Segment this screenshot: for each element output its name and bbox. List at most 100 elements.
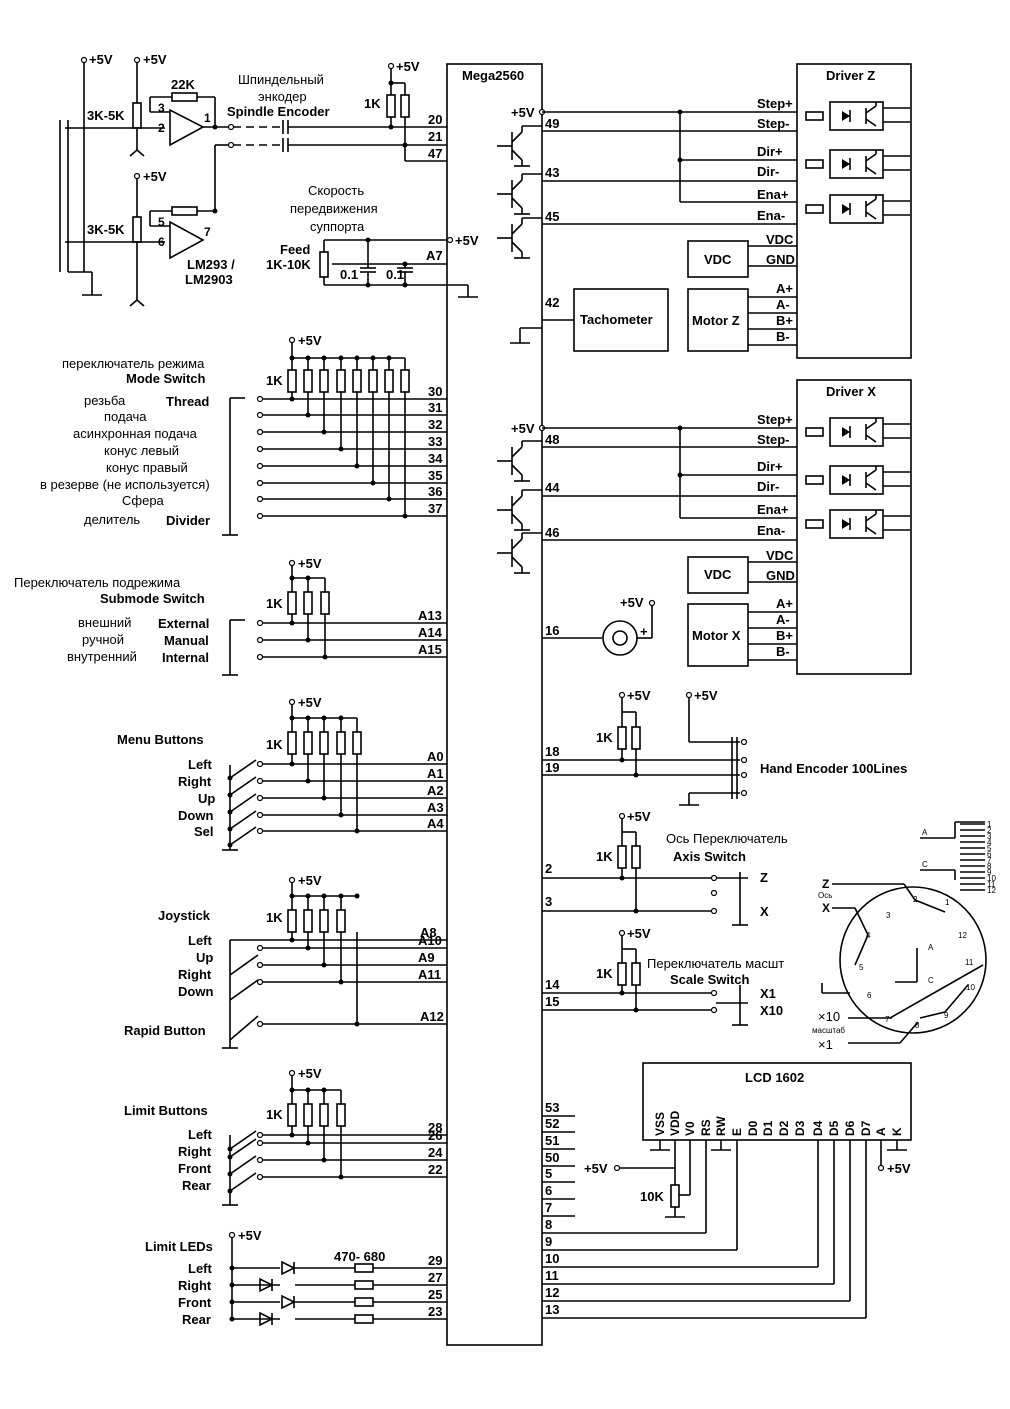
- mcu-pin: 18: [545, 744, 559, 759]
- terminal: [256, 944, 264, 952]
- led-symbol: [259, 1311, 274, 1327]
- submode-label-en: Submode Switch: [100, 591, 205, 606]
- driver-input-label: Step+: [757, 412, 793, 427]
- junction-dot: [354, 893, 360, 899]
- limits-title: Limit Buttons: [124, 1103, 208, 1118]
- rotary-position-number: 12: [958, 931, 967, 940]
- driver-input-label: Step-: [757, 432, 790, 447]
- mcu-pin: 5: [545, 1166, 552, 1181]
- rotary-position-number: 9: [944, 1011, 949, 1020]
- mcu-pin: A9: [418, 950, 435, 965]
- junction-dot: [289, 1087, 295, 1093]
- switch-lever: [229, 776, 257, 796]
- junction-dot: [305, 715, 311, 721]
- resistor: [354, 1314, 374, 1324]
- resistor: [805, 475, 824, 485]
- cap-label: 0.1: [340, 267, 358, 282]
- resistor: [384, 369, 394, 393]
- junction-dot: [227, 775, 233, 781]
- lcd-pot-label: 10K: [640, 1189, 664, 1204]
- junction-dot: [338, 355, 344, 361]
- mcu-pin: A14: [418, 625, 443, 640]
- wire: [865, 105, 877, 114]
- lcd-pin-label: D0: [746, 1120, 760, 1136]
- resistor: [336, 731, 346, 755]
- terminal: [256, 495, 264, 503]
- rotary-switch-diagram: Z Ось X 1 2 3 4 5 6 7 8 9 10 11 12 A C ×…: [812, 820, 996, 1052]
- resistor: [805, 519, 824, 529]
- limit-item-label: Left: [188, 1127, 213, 1142]
- switch-lever: [229, 1172, 257, 1192]
- pullup-label: 1K: [266, 737, 283, 752]
- vcc-label: +5V: [298, 873, 322, 888]
- vcc-label: +5V: [511, 421, 535, 436]
- junction-dot: [289, 715, 295, 721]
- connector-number: 8: [987, 862, 992, 871]
- resistor: [303, 731, 313, 755]
- motor-pin-label: A+: [776, 596, 793, 611]
- junction-dot: [227, 1188, 233, 1194]
- mode-label-en: Mode Switch: [126, 371, 206, 386]
- mcu-pin: 26: [428, 1128, 442, 1143]
- wire: [511, 464, 523, 476]
- feed-label-ru: Скорость: [308, 183, 364, 198]
- junction-dot: [354, 355, 360, 361]
- pullup-label: 1K: [596, 730, 613, 745]
- spindle-label-ru: энкодер: [258, 89, 307, 104]
- spindle-label-en: Spindle Encoder: [227, 104, 330, 119]
- mcu-pin: 10: [545, 1251, 559, 1266]
- vdc-pin-label: VDC: [766, 232, 794, 247]
- axis-switch-section: Ось Переключатель Axis Switch +5V 1K 2 3…: [542, 809, 788, 926]
- rotary-a-label: A: [928, 943, 934, 952]
- switch-lever: [229, 954, 259, 976]
- mcu-pin: 11: [545, 1268, 559, 1283]
- junction-dot: [321, 715, 327, 721]
- terminal: [256, 1131, 264, 1139]
- feed-value: 1K-10K: [266, 257, 311, 272]
- connector-number: 6: [987, 850, 992, 859]
- junction-dot: [227, 1146, 233, 1152]
- led-item-label: Left: [188, 1261, 213, 1276]
- lcd-pin-label: D4: [811, 1120, 825, 1136]
- rotary-position-number: 4: [866, 931, 871, 940]
- driver-title: Driver X: [826, 384, 876, 399]
- resistor: [805, 111, 824, 121]
- scale-label-en: Scale Switch: [670, 972, 750, 987]
- wire: [865, 469, 877, 478]
- opto-led: [842, 475, 850, 485]
- submode-item-label-ru: внешний: [78, 615, 131, 630]
- pullup-label: 1K: [266, 1107, 283, 1122]
- terminal: [256, 760, 264, 768]
- motor-label: Motor Z: [692, 313, 740, 328]
- junction-dot: [321, 893, 327, 899]
- terminal: [256, 636, 264, 644]
- rotary-x-label: X: [822, 901, 830, 915]
- pullup-label: 1K: [266, 373, 283, 388]
- axis-label-ru: Ось Переключатель: [666, 831, 788, 846]
- terminal: [256, 479, 264, 487]
- rotary-a-label: A: [922, 828, 928, 837]
- driver-input-label: Step+: [757, 96, 793, 111]
- switch-lever: [229, 1155, 257, 1175]
- submode-label-ru: Переключатель подрежима: [14, 575, 181, 590]
- resistor: [336, 909, 346, 933]
- junction-dot: [289, 355, 295, 361]
- lcd-pin-label: E: [730, 1128, 744, 1136]
- terminal: [256, 794, 264, 802]
- lcd-pin-label: VSS: [653, 1112, 667, 1136]
- mode-item-label-ru: Сфера: [122, 493, 165, 508]
- switch-position-label: X10: [760, 1003, 783, 1018]
- resistor: [319, 731, 329, 755]
- switch-lever: [229, 826, 257, 846]
- junction-dot: [370, 355, 376, 361]
- wire: [511, 149, 523, 161]
- mcu-pin: A7: [426, 248, 443, 263]
- mcu-pin: 9: [545, 1234, 552, 1249]
- mcu-pin: 31: [428, 400, 442, 415]
- mode-item-label-ru: конус правый: [106, 460, 188, 475]
- wire: [865, 513, 877, 522]
- opamp-pin: 5: [158, 215, 165, 229]
- mcu-pin: 48: [545, 432, 559, 447]
